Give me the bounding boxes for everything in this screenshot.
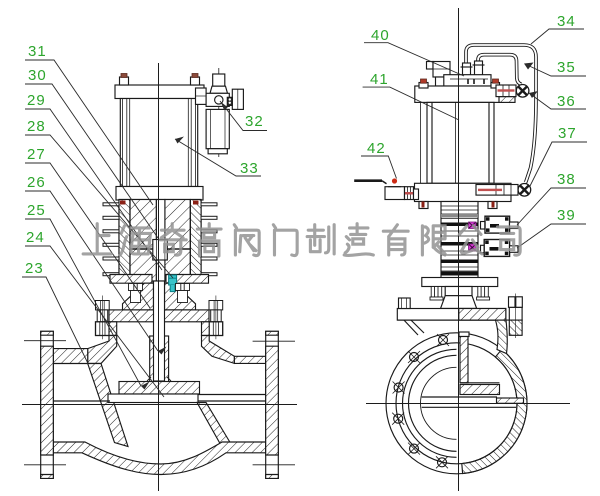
svg-text:36: 36 [557, 93, 576, 110]
svg-text:40: 40 [371, 27, 390, 44]
svg-text:26: 26 [27, 174, 46, 191]
svg-text:27: 27 [27, 146, 46, 163]
svg-text:42: 42 [367, 140, 386, 157]
svg-text:39: 39 [557, 207, 576, 224]
svg-text:25: 25 [27, 202, 46, 219]
svg-text:28: 28 [27, 118, 46, 135]
svg-text:34: 34 [557, 13, 576, 30]
svg-text:29: 29 [27, 92, 46, 109]
svg-text:32: 32 [245, 113, 264, 130]
svg-text:24: 24 [26, 229, 45, 246]
svg-text:30: 30 [28, 67, 47, 84]
svg-text:35: 35 [557, 59, 576, 76]
svg-text:33: 33 [240, 160, 259, 177]
svg-text:31: 31 [28, 43, 47, 60]
svg-text:41: 41 [370, 71, 389, 88]
svg-text:37: 37 [558, 125, 577, 142]
svg-text:23: 23 [25, 260, 44, 277]
svg-text:38: 38 [557, 171, 576, 188]
